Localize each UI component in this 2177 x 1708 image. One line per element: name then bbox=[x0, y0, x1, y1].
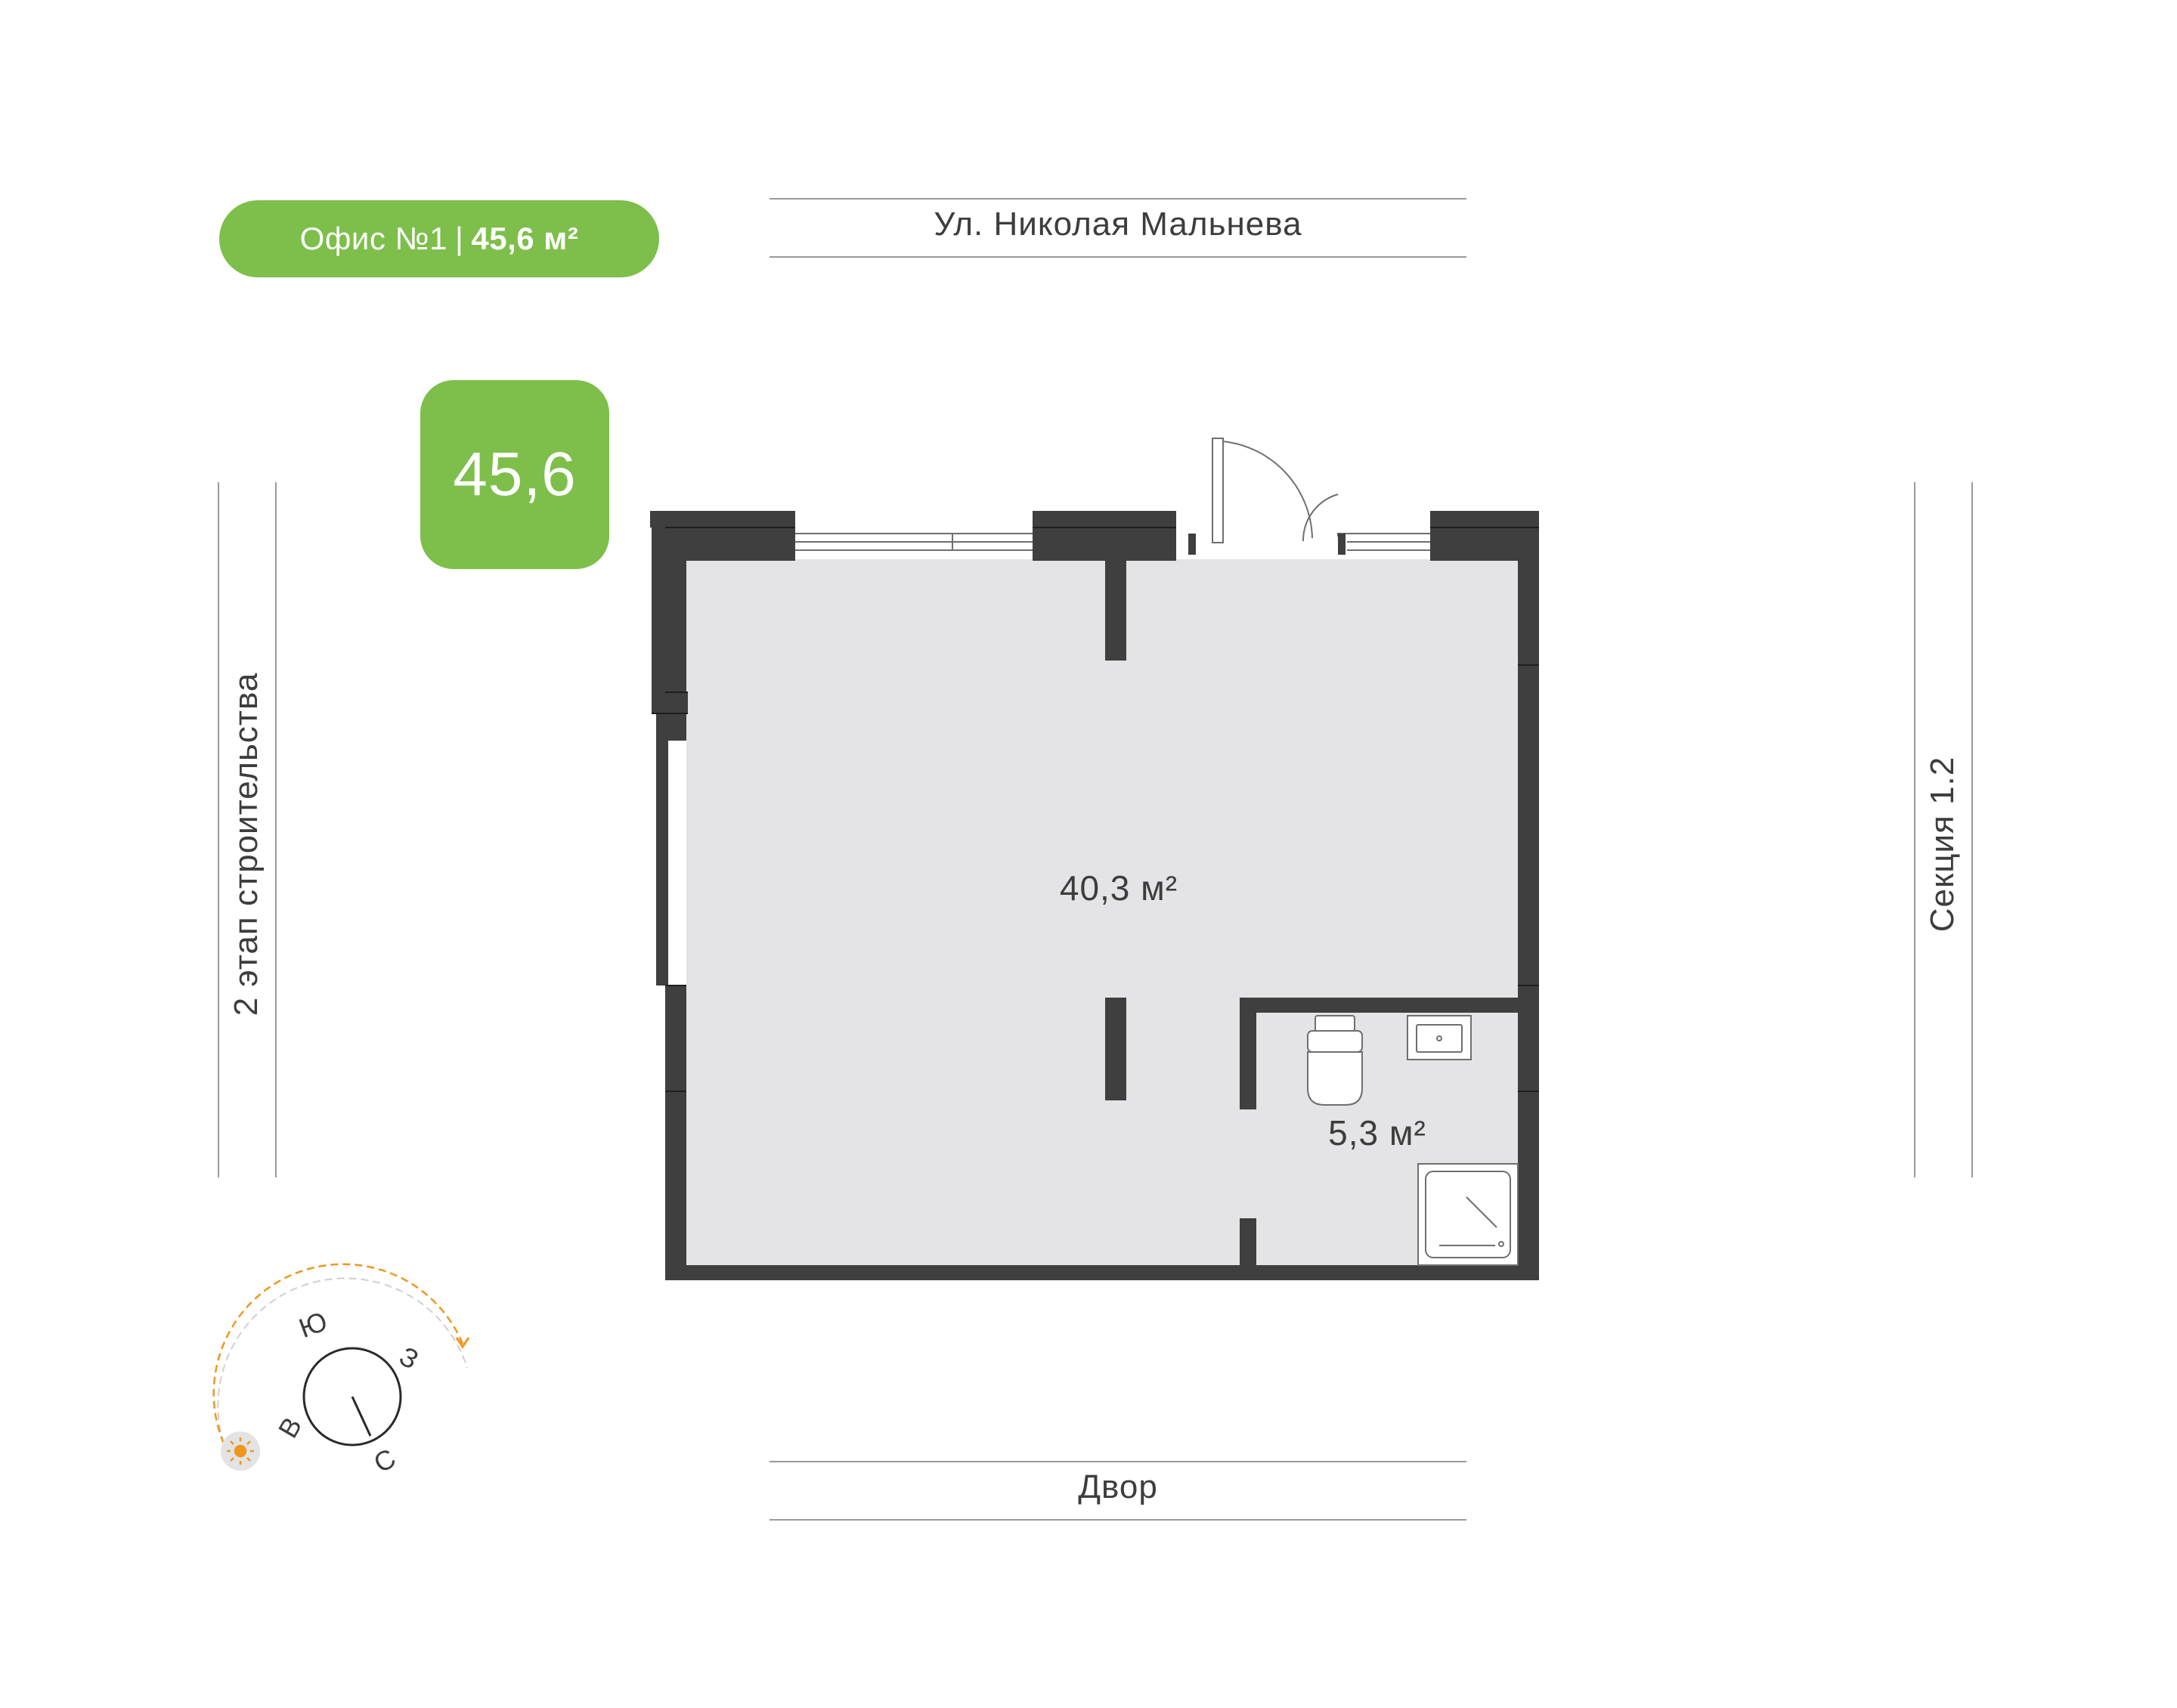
top-line-lower bbox=[770, 256, 1466, 258]
right-line-inner bbox=[1914, 482, 1915, 1177]
wall-partition-upper bbox=[1105, 561, 1126, 661]
sun-icon bbox=[227, 1437, 254, 1465]
office-title-badge: Офис №1 | 45,6 м² bbox=[219, 200, 659, 277]
wall-bathroom-left-upper bbox=[1240, 998, 1256, 1109]
compass bbox=[212, 1263, 470, 1471]
area-badge: 45,6 bbox=[420, 380, 609, 569]
wall-top-left bbox=[665, 528, 795, 561]
wall-left-joint bbox=[652, 692, 688, 713]
shower-fixture bbox=[1417, 1163, 1519, 1266]
wall-partition-lower bbox=[1105, 998, 1126, 1100]
left-line-inner bbox=[275, 482, 277, 1177]
top-surrounding-label: Ул. Николая Мальнева bbox=[934, 206, 1302, 243]
office-title-prefix: Офис №1 bbox=[299, 221, 447, 256]
bottom-line-upper bbox=[770, 1461, 1466, 1462]
top-line-upper bbox=[770, 198, 1466, 200]
wall-bathroom-top bbox=[1240, 998, 1518, 1013]
entrance-door bbox=[1188, 438, 1347, 555]
sink-fixture bbox=[1407, 1015, 1472, 1060]
wall-top-middle bbox=[1033, 511, 1176, 561]
sun-path-arrow-icon bbox=[455, 1337, 470, 1349]
window-top-left bbox=[793, 533, 1036, 551]
wall-top-left-cap bbox=[650, 511, 795, 528]
main-room-area: 40,3 м² bbox=[1059, 868, 1178, 908]
right-line-outer bbox=[1971, 482, 1973, 1177]
wall-bathroom-left-lower bbox=[1240, 1218, 1256, 1271]
wall-left-window bbox=[656, 713, 668, 986]
wall-left-upper-outer bbox=[652, 511, 668, 692]
bottom-line-lower bbox=[770, 1519, 1466, 1521]
wall-bottom bbox=[665, 1265, 1539, 1280]
bottom-surrounding-label: Двор bbox=[1078, 1468, 1158, 1505]
window-top-right bbox=[1337, 533, 1437, 551]
wall-left-lower bbox=[665, 986, 686, 1273]
bathroom-area: 5,3 м² bbox=[1328, 1113, 1426, 1153]
title-separator: | bbox=[454, 221, 464, 256]
left-line-outer bbox=[218, 482, 219, 1177]
compass-outer-ring bbox=[217, 1277, 468, 1444]
walls bbox=[650, 511, 1539, 1280]
main-room-floor bbox=[686, 559, 1518, 1266]
compass-needle bbox=[351, 1396, 372, 1437]
toilet-fixture bbox=[1307, 1015, 1363, 1106]
office-total-area: 45,6 м² bbox=[471, 221, 579, 256]
area-badge-value: 45,6 bbox=[453, 440, 577, 509]
sun-path-arc bbox=[212, 1263, 464, 1444]
wall-right bbox=[1518, 559, 1539, 1273]
wall-top-right bbox=[1430, 511, 1539, 561]
wall-seams bbox=[652, 527, 1539, 1092]
